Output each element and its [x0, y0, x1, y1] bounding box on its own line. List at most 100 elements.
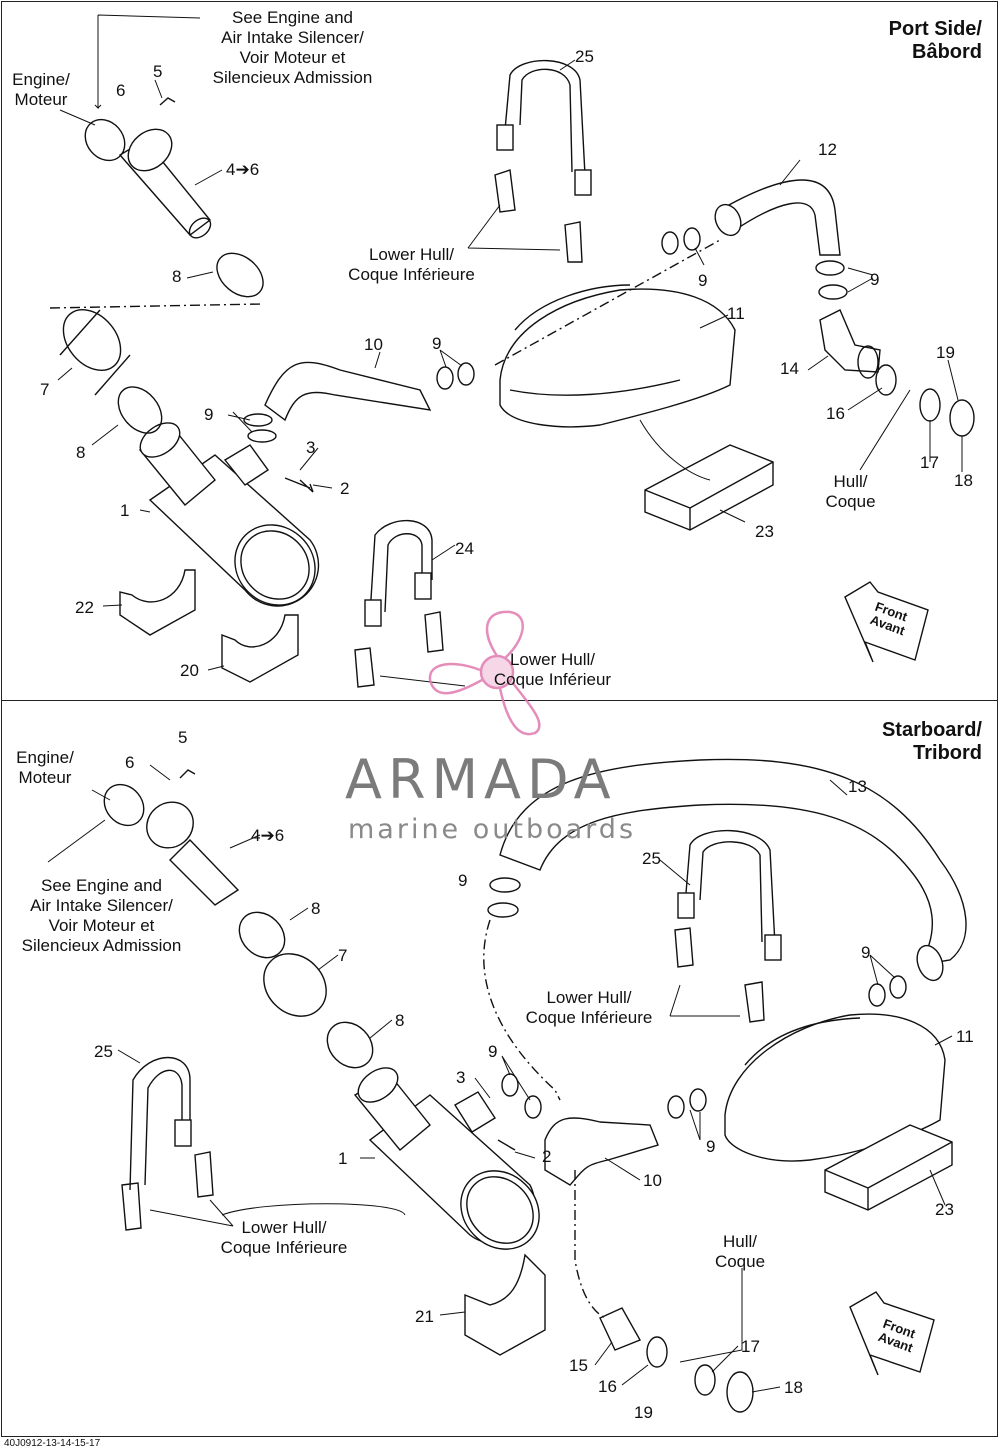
clamp-9c-starboard — [868, 983, 886, 1007]
see-engine-note-starboard: See Engine and Air Intake Silencer/ Voir… — [21, 876, 182, 955]
fitting-15-port — [857, 345, 879, 379]
lower-hull-label-port-2: Lower Hull/Coque Inférieur — [493, 650, 612, 689]
front-arrow-starboard — [849, 1291, 935, 1376]
clamp-8-port — [117, 386, 163, 434]
callout-s9c: 9 — [488, 1042, 498, 1061]
callout-s17: 17 — [741, 1337, 760, 1356]
hull-label-starboard: Hull/Coque — [714, 1232, 766, 1271]
callout-s4-6: 4➔6 — [251, 826, 285, 845]
callout-s9b: 9 — [861, 943, 871, 962]
lower-hull-label-starboard-2: Lower Hull/Coque Inférieure — [220, 1218, 348, 1257]
nut-18-port — [949, 399, 975, 437]
callout-4-6: 4➔6 — [226, 160, 260, 179]
callout-s23: 23 — [935, 1200, 954, 1219]
block-23-port — [644, 444, 774, 531]
sleeve-7-starboard — [263, 953, 327, 1017]
strap-25-starboard — [684, 829, 776, 946]
callout-3: 3 — [306, 438, 316, 457]
hose-13-starboard — [499, 758, 967, 966]
callout-7: 7 — [40, 380, 50, 399]
callout-17: 17 — [920, 453, 939, 472]
gasket-17-starboard — [694, 1364, 716, 1396]
callout-9c: 9 — [432, 334, 442, 353]
bracket-2-starboard — [121, 1151, 214, 1231]
callout-s9d: 9 — [706, 1137, 716, 1156]
stud-part-port — [284, 477, 314, 493]
clamp-9c-port — [436, 366, 454, 390]
clamp-9a-port — [661, 231, 679, 255]
hose-4-6-starboard — [169, 838, 240, 906]
stud-part-starboard — [497, 1139, 516, 1151]
figure-code: 40J0912-13-14-15-17 — [4, 1438, 101, 1449]
callout-6: 6 — [116, 81, 126, 100]
callout-19: 19 — [936, 343, 955, 362]
callout-23: 23 — [755, 522, 774, 541]
hose-10-starboard — [544, 1117, 659, 1186]
strap-24-port — [369, 519, 433, 616]
hull-label-port: Hull/Coque — [825, 472, 876, 511]
hose-12-port — [718, 179, 841, 256]
callout-14: 14 — [780, 359, 799, 378]
engine-label-starboard: Engine/Moteur — [16, 748, 74, 787]
bracket-2-port — [354, 611, 444, 688]
fitting-5-port — [159, 97, 176, 106]
port-side-title: Port Side/Bâbord — [888, 18, 982, 63]
callout-20: 20 — [180, 661, 199, 680]
callout-s5: 5 — [178, 728, 188, 747]
clamp-8-starboard — [238, 911, 286, 959]
starboard-side-title: Starboard/Tribord — [881, 719, 982, 764]
block-21-starboard — [464, 1253, 546, 1356]
gasket-17-port — [919, 388, 941, 422]
strap-25-port — [504, 59, 586, 176]
hose-10-port — [264, 361, 432, 422]
callout-s25a: 25 — [642, 849, 661, 868]
fitting-15-starboard — [599, 1307, 642, 1351]
clamp-8b-starboard — [326, 1021, 374, 1069]
bracket-port — [494, 169, 583, 263]
callout-9a: 9 — [698, 271, 708, 290]
callout-16: 16 — [826, 404, 845, 423]
callout-12: 12 — [818, 140, 837, 159]
callout-s25b: 25 — [94, 1042, 113, 1061]
clamp-9d-port — [243, 413, 273, 427]
muffler-part-port — [138, 422, 320, 607]
callout-s7: 7 — [338, 946, 348, 965]
callout-s16: 16 — [598, 1377, 617, 1396]
block-20-port — [221, 614, 299, 683]
bracket-starboard — [674, 927, 765, 1023]
lower-hull-label-port-1: Lower Hull/Coque Inférieure — [348, 245, 475, 284]
clamp-9d-starboard — [667, 1095, 685, 1119]
callout-s6: 6 — [125, 753, 135, 772]
callout-8: 8 — [172, 267, 182, 286]
callout-s3: 3 — [456, 1068, 466, 1087]
callout-9b: 9 — [870, 270, 880, 289]
callout-s11: 11 — [956, 1027, 974, 1046]
panel-divider — [1, 700, 998, 701]
muffler-part-starboard — [353, 1067, 540, 1250]
callout-s2: 2 — [542, 1147, 552, 1166]
callout-22: 22 — [75, 598, 94, 617]
callout-25: 25 — [575, 47, 594, 66]
callout-s15: 15 — [569, 1356, 588, 1375]
callout-11: 11 — [727, 304, 745, 323]
callout-18: 18 — [954, 471, 973, 490]
callout-s21: 21 — [415, 1307, 434, 1326]
callout-5: 5 — [153, 62, 163, 81]
lower-hull-label-starboard-1: Lower Hull/Coque Inférieure — [525, 988, 653, 1027]
callout-1: 1 — [120, 501, 130, 520]
elbow-14-port — [819, 309, 881, 373]
callout-s18: 18 — [784, 1378, 803, 1397]
propeller-watermark — [428, 610, 541, 736]
callout-2: 2 — [340, 479, 350, 498]
fitting-5-starboard — [179, 769, 196, 779]
water-box-part-starboard — [724, 1013, 946, 1162]
callout-s1: 1 — [338, 1149, 348, 1168]
block-23-starboard — [824, 1124, 953, 1211]
callout-s9a: 9 — [458, 871, 468, 890]
clamp-9b-port — [815, 260, 845, 276]
callout-s13: 13 — [848, 777, 867, 796]
callout-s19: 19 — [634, 1403, 653, 1422]
strap-25b-starboard — [129, 1056, 191, 1191]
